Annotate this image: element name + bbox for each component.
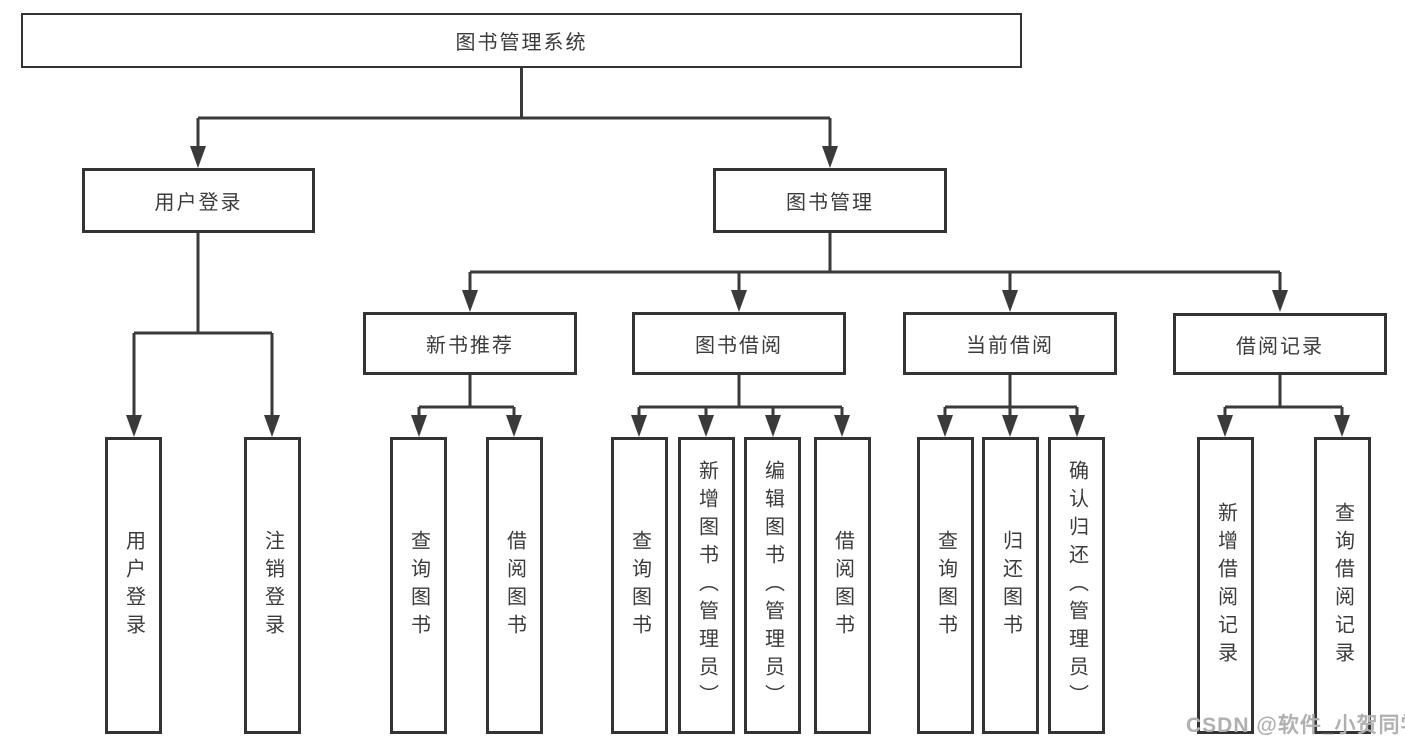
leaf-label: 确认归还（管理员） <box>1065 459 1088 712</box>
leaf-label: 新增图书（管理员） <box>695 459 718 712</box>
connector-newbooks-to-leaves <box>417 375 516 419</box>
leaf-label: 借阅图书 <box>831 529 854 642</box>
leaf-confirm-return-admin: 确认归还（管理员） <box>1048 437 1105 734</box>
leaf-label: 用户登录 <box>122 529 145 642</box>
leaf-borrow-books-2: 借阅图书 <box>814 437 871 734</box>
connector-bookmgmt-to-level3 <box>468 233 1282 294</box>
leaf-return-books: 归还图书 <box>982 437 1039 734</box>
node-borrow-records: 借阅记录 <box>1173 313 1387 375</box>
leaf-query-borrow-record: 查询借阅记录 <box>1314 437 1371 734</box>
node-root-system: 图书管理系统 <box>21 13 1022 68</box>
node-user-login-label: 用户登录 <box>154 192 243 214</box>
node-borrow-records-label: 借阅记录 <box>1236 335 1324 358</box>
node-current-borrow: 当前借阅 <box>903 312 1117 375</box>
leaf-query-books-1: 查询图书 <box>390 437 447 734</box>
leaf-label: 编辑图书（管理员） <box>761 459 784 712</box>
leaf-label: 查询图书 <box>934 529 957 642</box>
leaf-query-books-3: 查询图书 <box>917 437 974 734</box>
connector-borrow-to-leaves <box>637 375 844 419</box>
node-root-label: 图书管理系统 <box>455 32 588 54</box>
node-new-book-recommend: 新书推荐 <box>363 312 577 375</box>
connector-records-to-leaves <box>1223 375 1344 419</box>
leaf-edit-books-admin: 编辑图书（管理员） <box>744 437 801 734</box>
node-user-login: 用户登录 <box>82 168 315 233</box>
leaf-label: 查询图书 <box>407 529 430 642</box>
connector-userlogin-to-leaves <box>132 232 274 419</box>
arrowheads <box>126 146 1350 437</box>
leaf-label: 注销登录 <box>261 529 284 642</box>
node-book-borrow: 图书借阅 <box>632 312 846 375</box>
leaf-add-borrow-record: 新增借阅记录 <box>1197 437 1254 734</box>
csdn-watermark: CSDN @软件_小贺同学 <box>1186 714 1405 737</box>
leaf-query-books-2: 查询图书 <box>611 437 668 734</box>
leaf-label: 查询图书 <box>628 529 651 642</box>
connector-current-to-leaves <box>943 375 1079 419</box>
leaf-label: 借阅图书 <box>503 529 526 642</box>
node-book-management: 图书管理 <box>713 168 947 233</box>
connector-root-to-level2 <box>196 68 832 150</box>
node-book-management-label: 图书管理 <box>786 192 874 214</box>
leaf-label: 归还图书 <box>999 529 1022 642</box>
leaf-borrow-books-1: 借阅图书 <box>486 437 543 734</box>
node-current-borrow-label: 当前借阅 <box>966 335 1054 357</box>
leaf-label: 查询借阅记录 <box>1331 501 1354 670</box>
node-new-book-recommend-label: 新书推荐 <box>426 335 514 357</box>
leaf-user-login: 用户登录 <box>105 437 162 734</box>
leaf-label: 新增借阅记录 <box>1214 501 1237 670</box>
leaf-add-books-admin: 新增图书（管理员） <box>678 437 735 734</box>
leaf-logout: 注销登录 <box>244 437 301 734</box>
node-book-borrow-label: 图书借阅 <box>695 335 783 357</box>
